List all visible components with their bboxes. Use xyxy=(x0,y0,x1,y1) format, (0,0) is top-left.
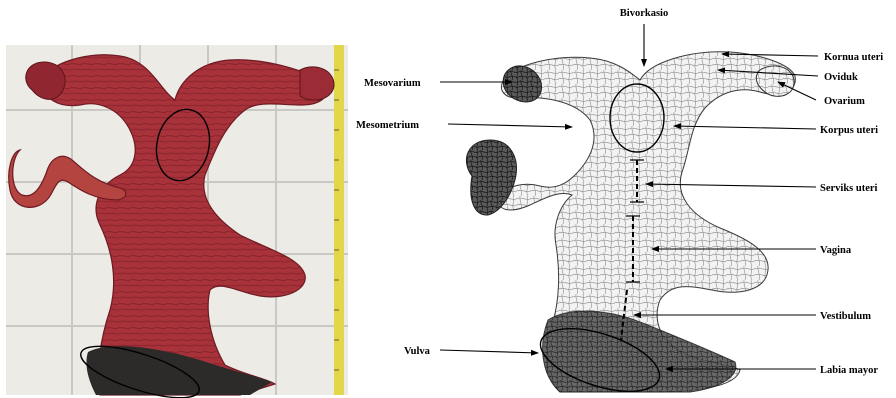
label-vulva: Vulva xyxy=(404,346,431,357)
label-korpus-uteri: Korpus uteri xyxy=(820,125,878,136)
arrow-korpus-uteri xyxy=(674,126,816,129)
label-serviks-uteri: Serviks uteri xyxy=(820,183,878,194)
sketch-vestibulum-dark xyxy=(543,311,736,392)
specimen-sketch xyxy=(466,52,795,398)
arrow-vulva xyxy=(440,350,538,353)
label-ovarium: Ovarium xyxy=(824,96,865,107)
label-kornua-uteri: Kornua uteri xyxy=(824,52,883,63)
label-bivorkasio: Bivorkasio xyxy=(620,8,668,19)
arrow-mesometrium xyxy=(448,124,572,127)
label-vestibulum: Vestibulum xyxy=(820,311,871,322)
label-vagina: Vagina xyxy=(820,245,852,256)
label-mesometrium: Mesometrium xyxy=(356,120,419,131)
label-mesovarium: Mesovarium xyxy=(364,78,421,89)
label-oviduk: Oviduk xyxy=(824,72,858,83)
specimen-photo xyxy=(6,45,348,398)
label-labia-mayor: Labia mayor xyxy=(820,365,878,376)
